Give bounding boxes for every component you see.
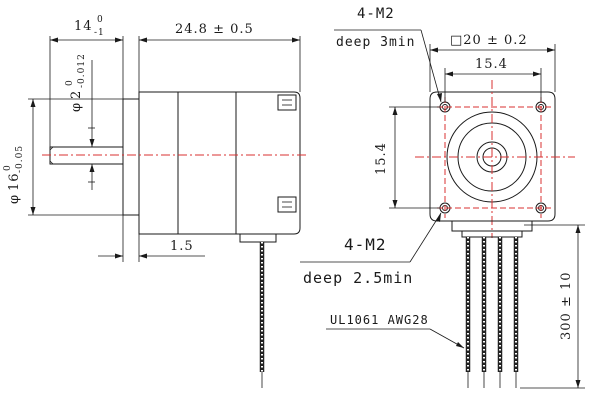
lead-length-dim: 300 ± 10	[559, 271, 574, 340]
bottom-hole-depth: deep 2.5min	[303, 269, 413, 287]
shaft-length-tol-lower: -1	[94, 28, 105, 38]
body-length-dim: 24.8 ± 0.5	[175, 22, 254, 37]
side-view: 14 0 -1 24.8 ± 0.5 φ 16 0 -0.05 φ 2	[3, 15, 308, 388]
front-view: 4-M2 deep 3min □20 ± 0.2 15.4 15.4 4-M2	[300, 6, 585, 389]
shaft-length-tol-upper: 0	[97, 15, 104, 25]
square-size-dim: □20 ± 0.2	[450, 33, 528, 48]
top-hole-depth: deep 3min	[336, 35, 415, 50]
cable-spec: UL1061 AWG28	[330, 313, 429, 327]
front-square-body	[429, 91, 556, 222]
boss-dia-tol-lower: -0.05	[15, 145, 25, 173]
shaft-dia-prefix: φ	[69, 102, 84, 112]
hole-pitch-horizontal: 15.4	[475, 57, 508, 72]
boss-height-dim: 1.5	[170, 239, 194, 254]
shaft-dia-tol-lower: -0.012	[77, 53, 87, 88]
shaft-dia-tol-upper: 0	[65, 79, 75, 86]
boss-flange	[122, 98, 140, 216]
hole-pitch-vertical: 15.4	[374, 142, 389, 175]
front-lead-wires	[465, 237, 519, 388]
boss-dia-tol-upper: 0	[3, 164, 13, 171]
motor-body	[138, 91, 301, 235]
boss-dia-value: 16	[7, 172, 22, 191]
cable-gland	[239, 233, 277, 243]
bottom-hole-label: 4-M2	[344, 235, 387, 254]
shaft-length-dim: 14	[74, 19, 93, 34]
boss-dia-prefix: φ	[7, 194, 22, 204]
top-hole-label: 4-M2	[357, 6, 395, 22]
shaft-dia-value: 2	[69, 90, 84, 99]
